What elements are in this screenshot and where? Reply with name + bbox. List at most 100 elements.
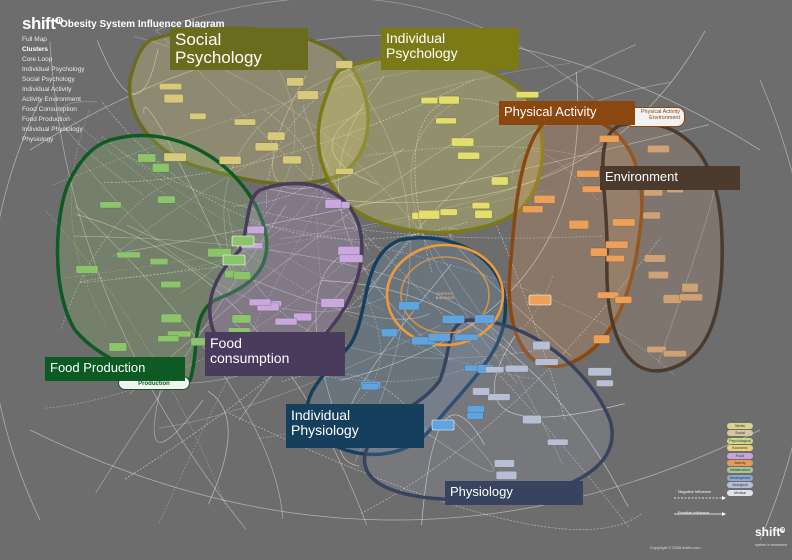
factor-node[interactable] [361,383,379,391]
factor-node[interactable] [108,342,127,352]
menu-item-full-map[interactable]: Full Map [22,36,47,43]
factor-node[interactable] [137,153,156,163]
factor-node[interactable] [398,301,420,311]
key-factor-node[interactable] [431,419,455,431]
factor-node[interactable] [582,185,602,193]
factor-node[interactable] [418,210,440,220]
factor-node[interactable] [293,312,312,322]
menu-item-activity-environment[interactable]: Activity Environment [22,96,81,103]
factor-node[interactable] [663,350,687,358]
factor-node[interactable] [149,258,169,265]
menu-item-individual-physiology[interactable]: Individual Physiology [22,126,83,133]
factor-node[interactable] [163,94,184,104]
factor-node[interactable] [474,314,495,324]
factor-node[interactable] [576,170,600,178]
factor-node[interactable] [466,411,484,420]
factor-node[interactable] [647,145,670,153]
factor-node[interactable] [219,156,242,165]
key-factor-node[interactable] [222,254,246,266]
factor-node[interactable] [643,189,663,197]
factor-node[interactable] [522,415,542,424]
factor-node[interactable] [568,220,589,230]
factor-node[interactable] [487,393,511,401]
factor-node[interactable] [644,254,666,263]
label-food-production[interactable]: Food Production [45,357,185,381]
menu-item-clusters[interactable]: Clusters [22,46,49,53]
factor-node[interactable] [454,333,479,341]
factor-node[interactable] [515,91,539,98]
factor-node[interactable] [451,137,474,147]
menu-item-social-psychology[interactable]: Social Psychology [22,76,75,83]
factor-node[interactable] [532,341,551,350]
factor-node[interactable] [246,225,265,234]
factor-node[interactable] [267,131,286,141]
factor-node[interactable] [642,211,661,220]
factor-node[interactable] [337,246,360,256]
menu-item-individual-activity[interactable]: Individual Activity [22,86,72,93]
factor-node[interactable] [494,459,515,468]
individual-psychology-region[interactable] [316,54,545,235]
factor-node[interactable] [648,271,669,279]
factor-node[interactable] [233,271,251,280]
factor-node[interactable] [485,366,505,373]
factor-node[interactable] [646,346,667,353]
factor-node[interactable] [599,135,620,143]
factor-node[interactable] [471,202,490,209]
factor-node[interactable] [282,155,302,165]
factor-node[interactable] [254,142,279,152]
factor-node[interactable] [605,240,629,249]
factor-node[interactable] [662,294,682,304]
key-factor-node[interactable] [231,235,255,247]
factor-node[interactable] [152,163,170,173]
factor-node[interactable] [614,296,632,304]
factor-node[interactable] [534,358,559,366]
label-physical-activity[interactable]: Physical Activity [499,101,635,125]
menu-item-food-production[interactable]: Food Production [22,116,70,123]
factor-node[interactable] [231,314,252,324]
factor-node[interactable] [547,438,569,446]
factor-node[interactable] [435,117,457,125]
factor-node[interactable] [335,60,353,69]
factor-node[interactable] [381,328,398,337]
factor-node[interactable] [612,218,636,227]
factor-node[interactable] [491,176,509,186]
energy-balance-loop[interactable] [385,243,505,347]
factor-node[interactable] [420,97,439,104]
factor-node[interactable] [467,405,485,413]
factor-node[interactable] [189,112,207,120]
menu-item-core-loop[interactable]: Core Loop [22,56,53,63]
label-individual-physiology[interactable]: Individual Physiology [286,404,424,448]
factor-node[interactable] [274,318,298,326]
factor-node[interactable] [590,247,608,257]
label-social-psychology[interactable]: Social Psychology [170,28,308,70]
menu-item-physiology[interactable]: Physiology [22,136,54,143]
factor-node[interactable] [339,254,363,263]
factor-node[interactable] [505,365,529,373]
key-factor-node[interactable] [528,294,552,306]
factor-node[interactable] [457,152,480,160]
factor-node[interactable] [679,293,703,302]
factor-node[interactable] [474,209,493,219]
factor-node[interactable] [587,367,612,377]
factor-node[interactable] [472,387,490,396]
factor-node[interactable] [163,152,187,162]
factor-node[interactable] [681,283,699,293]
factor-node[interactable] [320,298,345,308]
factor-node[interactable] [442,315,465,324]
factor-node[interactable] [297,90,319,100]
factor-node[interactable] [593,334,610,344]
factor-node[interactable] [533,195,556,204]
factor-node[interactable] [116,251,141,259]
factor-node[interactable] [157,195,176,204]
menu-item-food-consumption[interactable]: Food Consumption [22,106,77,113]
factor-node[interactable] [439,208,458,216]
factor-node[interactable] [438,95,460,105]
factor-node[interactable] [248,298,272,306]
factor-node[interactable] [286,77,304,87]
factor-node[interactable] [596,379,614,387]
factor-node[interactable] [427,333,451,342]
factor-node[interactable] [160,281,182,288]
factor-node[interactable] [234,118,256,126]
label-physiology[interactable]: Physiology [445,481,583,505]
factor-node[interactable] [495,471,517,480]
